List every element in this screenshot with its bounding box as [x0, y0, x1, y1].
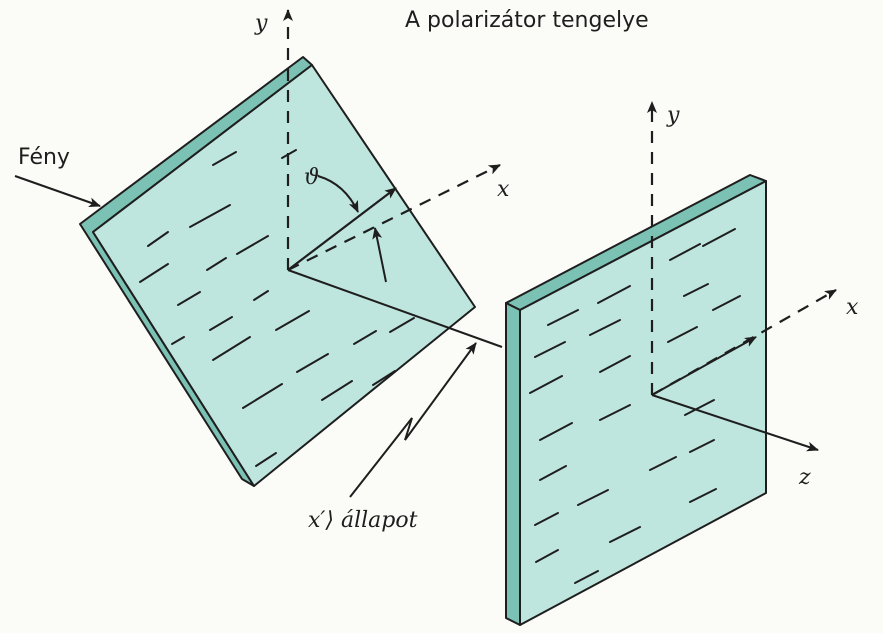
theta-arc	[317, 175, 359, 213]
plate-right-hatching	[529, 228, 741, 584]
theta-label: ϑ	[304, 165, 320, 190]
plate-right-side-edge	[505, 302, 521, 626]
perpendicular-arrow	[372, 227, 387, 283]
right-axes	[647, 101, 837, 452]
plate-right-face	[519, 180, 767, 626]
polarizer-plate-right	[505, 174, 767, 626]
state-pointer-line	[349, 342, 477, 498]
state-label: x′⟩ állapot	[308, 508, 418, 533]
z-axis-left	[287, 269, 503, 348]
y-label-right: y	[666, 103, 680, 128]
x-axis-left	[287, 164, 501, 271]
x-label-right: x	[846, 295, 859, 320]
polarizer-plate-left	[79, 56, 476, 487]
light-label: Fény	[18, 145, 70, 170]
left-axes	[283, 9, 503, 348]
x-label-left: x	[497, 177, 510, 202]
polarizer-axis-title: A polarizátor tengelye	[405, 8, 649, 33]
incoming-light-arrow	[14, 175, 101, 208]
transmitted-polarization-arrow	[651, 336, 757, 396]
plate-left-hatching	[139, 149, 415, 467]
y-label-left: y	[254, 11, 268, 36]
z-axis-right	[651, 394, 819, 452]
polarizer-axis-arrow	[287, 187, 397, 271]
z-label-right: z	[798, 465, 811, 490]
